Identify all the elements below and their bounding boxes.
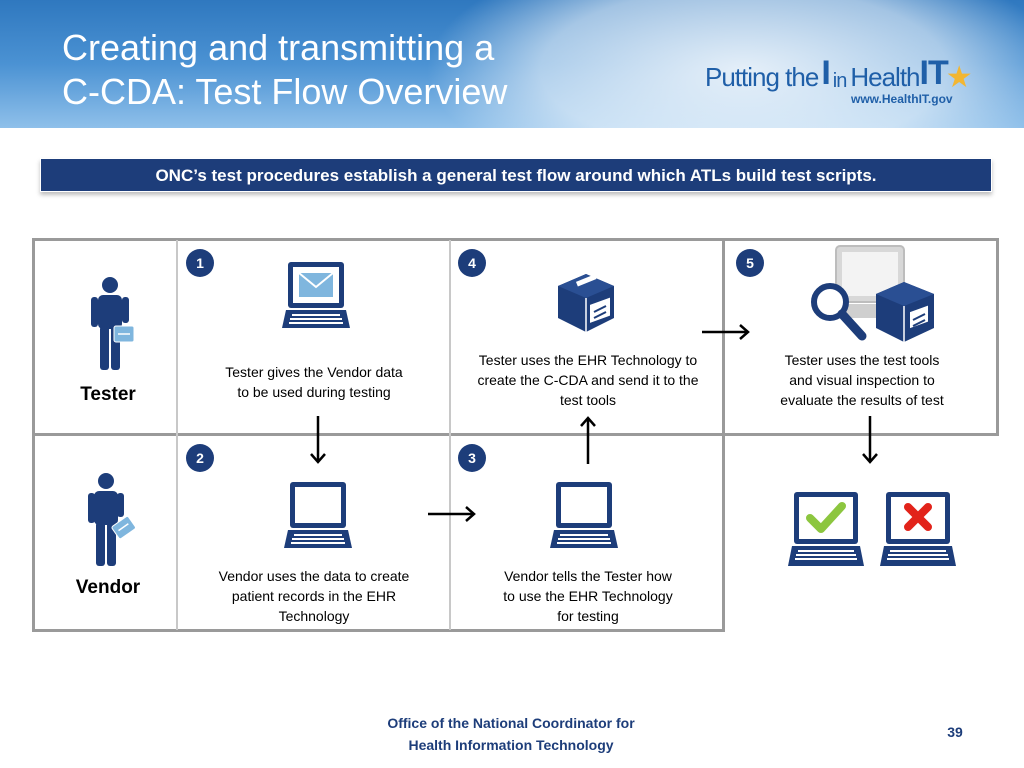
- arrow-down-step5-to-results: [862, 416, 878, 464]
- grid-divider-2: [449, 240, 451, 630]
- step-4-description: Tester uses the EHR Technology to create…: [477, 352, 699, 408]
- step-3-badge: 3: [458, 444, 486, 472]
- title-line-1: Creating and transmitting a: [62, 27, 495, 68]
- laptop-envelope-icon: [282, 262, 350, 328]
- laptop-checkmark-icon: [788, 492, 864, 566]
- arrow-up-step3-to-step4: [580, 416, 596, 464]
- grid-middle-border: [32, 433, 999, 436]
- step-5-description: Tester uses the test tools and visual in…: [780, 352, 944, 408]
- step-3-laptop-icon: [550, 482, 618, 548]
- star-icon: ★: [945, 61, 973, 94]
- slide-title: Creating and transmitting a C-CDA: Test …: [62, 26, 622, 114]
- step-2-description: Vendor uses the data to create patient r…: [218, 568, 410, 624]
- grid-left-border: [32, 238, 35, 632]
- summary-banner: ONC’s test procedures establish a genera…: [40, 158, 992, 192]
- logo-health: Health: [850, 62, 920, 92]
- arrow-right-step2-to-step3: [428, 506, 476, 522]
- tester-person-icon: [91, 277, 135, 370]
- page-number: 39: [947, 724, 963, 740]
- logo-url: www.HealthIT.gov: [851, 92, 953, 106]
- header-decoration: [424, 0, 1024, 128]
- grid-bottom-border: [32, 629, 725, 632]
- step-4-badge: 4: [458, 249, 486, 277]
- vendor-person-icon: [88, 473, 136, 566]
- footer-organization: Office of the National Coordinator for H…: [387, 715, 635, 753]
- step-2-laptop-icon: [284, 482, 352, 548]
- logo-it: IT: [919, 54, 949, 92]
- header-bar: Creating and transmitting a C-CDA: Test …: [0, 0, 1024, 128]
- step-5-badge: 5: [736, 249, 764, 277]
- logo-i: I: [821, 54, 831, 92]
- grid-divider-1: [176, 240, 178, 630]
- step-1-badge: 1: [186, 249, 214, 277]
- toolbox-icon: [558, 274, 614, 332]
- logo-prefix: Putting the: [705, 62, 819, 92]
- grid-right-border: [996, 238, 999, 436]
- tester-label: Tester: [80, 384, 136, 405]
- logo-in: in: [832, 70, 848, 92]
- step-3-description: Vendor tells the Tester how to use the E…: [503, 568, 673, 624]
- step-2-badge: 2: [186, 444, 214, 472]
- grid-divider-3: [722, 238, 725, 632]
- arrow-right-step4-to-step5: [702, 324, 750, 340]
- step-1-description: Tester gives the Vendor data to be used …: [225, 364, 403, 400]
- arrow-down-step1-to-step2: [310, 416, 326, 464]
- title-line-2: C-CDA: Test Flow Overview: [62, 71, 508, 112]
- magnifier-computer-toolbox-icon: [811, 245, 934, 342]
- healthit-logo: Putting the I in Health IT ★ www.HealthI…: [705, 54, 1005, 114]
- grid-top-border: [32, 238, 999, 241]
- vendor-label: Vendor: [75, 577, 141, 598]
- laptop-x-icon: [880, 492, 956, 566]
